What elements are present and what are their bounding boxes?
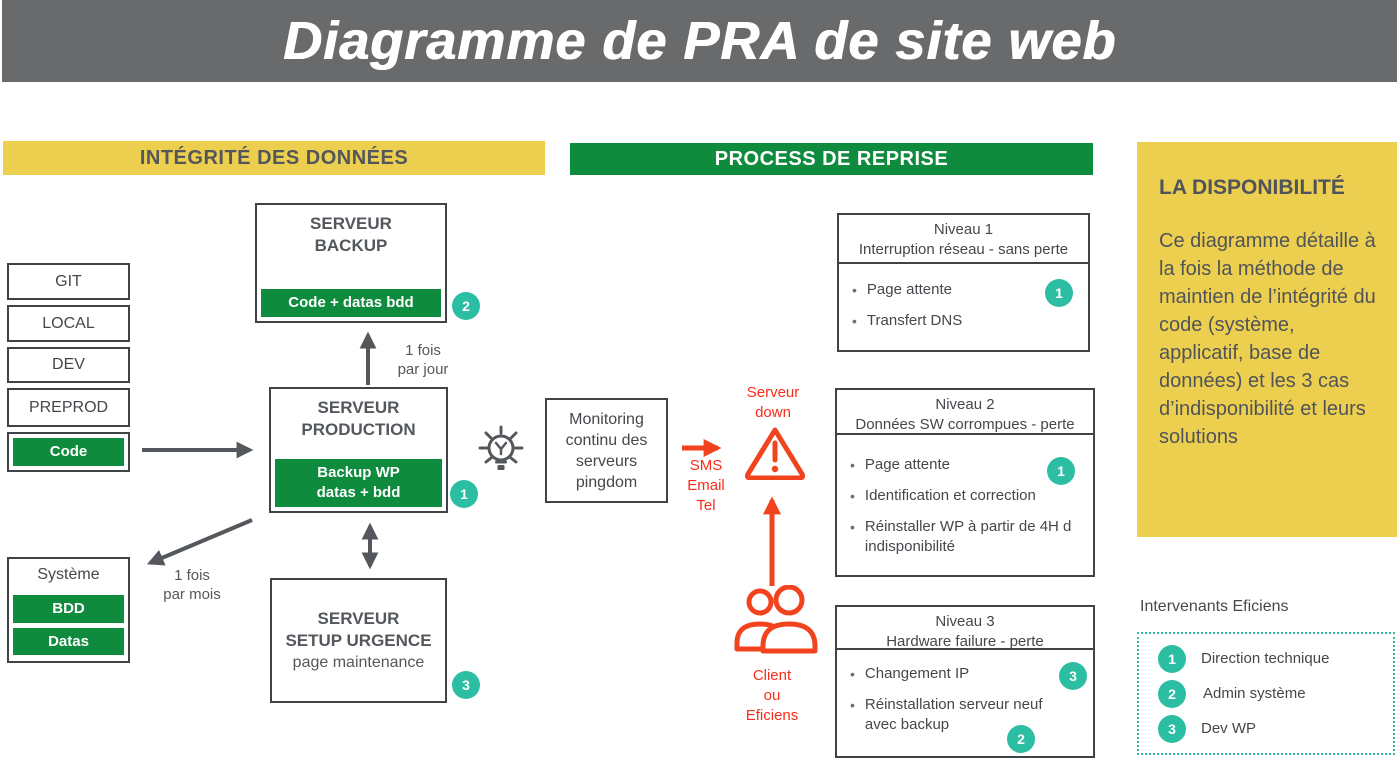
badge-dev-wp: 3 <box>1158 715 1186 743</box>
badge-dev-wp: 3 <box>452 671 480 699</box>
label-once-per-month: 1 fois par mois <box>163 567 221 603</box>
list-item: Réinstallation serveur neuf avec backup <box>850 695 1050 735</box>
systeme-box: Système BDD Datas <box>7 557 130 663</box>
legend-label: Dev WP <box>1201 720 1257 737</box>
backup-green-bar: Code + datas bdd <box>261 289 441 317</box>
section-header-process: PROCESS DE REPRISE <box>570 143 1093 175</box>
legend-label: Admin système <box>1203 685 1306 702</box>
backup-server-title: SERVEUR BACKUP <box>310 214 392 255</box>
label-alert-channels: SMS Email Tel <box>687 457 725 514</box>
production-server-box: SERVEUR PRODUCTION Backup WP datas + bdd <box>269 387 448 513</box>
availability-title: LA DISPONIBILITÉ <box>1159 176 1345 199</box>
backup-server-box: SERVEUR BACKUP Code + datas bdd <box>255 203 447 323</box>
level-1-title: Niveau 1 <box>933 221 994 238</box>
env-box-git: GIT <box>7 263 130 300</box>
level-2-title: Niveau 2 <box>935 396 995 413</box>
level-2-subtitle: Données SW corrompues - perte <box>855 416 1075 433</box>
production-server-title: SERVEUR PRODUCTION <box>301 398 416 439</box>
datas-green-bar: Datas <box>13 628 124 655</box>
level-3-body: Changement IP Réinstallation serveur neu… <box>837 650 1093 735</box>
section-header-integrity: INTÉGRITÉ DES DONNÉES <box>3 141 545 175</box>
level-3-box: Niveau 3 Hardware failure - perte Change… <box>835 605 1095 758</box>
level-3-subtitle: Hardware failure - perte <box>886 633 1044 650</box>
bdd-green-bar: BDD <box>13 595 124 623</box>
level-2-header: Niveau 2 Données SW corrompues - perte <box>837 390 1093 435</box>
arrow-production-to-systeme <box>146 518 253 566</box>
page-title: Diagramme de PRA de site web <box>282 11 1117 71</box>
setup-server-box: SERVEUR SETUP URGENCE page maintenance <box>270 578 447 703</box>
production-green-bar: Backup WP datas + bdd <box>275 459 442 507</box>
list-item: Page attente <box>852 280 1076 300</box>
level-1-box: Niveau 1 Interruption réseau - sans pert… <box>837 213 1090 352</box>
badge-direction-technique: 1 <box>1045 279 1073 307</box>
systeme-title: Système <box>37 566 100 583</box>
monitoring-text: Monitoring continu des serveurs pingdom <box>565 410 648 491</box>
level-3-title: Niveau 3 <box>935 613 995 630</box>
badge-admin-systeme: 2 <box>1007 725 1035 753</box>
list-item: Identification et correction <box>850 486 1081 506</box>
list-item: Changement IP <box>850 664 1081 684</box>
lightbulb-icon <box>478 425 524 470</box>
monitoring-box: Monitoring continu des serveurs pingdom <box>545 398 668 503</box>
arrow-production-to-backup <box>359 331 377 385</box>
setup-server-title: SERVEUR SETUP URGENCE <box>285 608 432 650</box>
list-item: Page attente <box>850 455 1081 475</box>
legend-box: 1 Direction technique 2 Admin système 3 … <box>1137 632 1395 755</box>
legend-title: Intervenants Eficiens <box>1140 598 1289 615</box>
badge-admin-systeme: 2 <box>1158 680 1186 708</box>
people-icon <box>734 585 818 654</box>
arrow-code-to-production <box>142 441 254 459</box>
label-client-ou-eficiens: Client ou Eficiens <box>745 667 799 724</box>
arrow-production-setup-bidirectional <box>361 522 379 570</box>
env-box-dev: DEV <box>7 347 130 383</box>
badge-direction-technique: 1 <box>450 480 478 508</box>
legend-label: Direction technique <box>1201 650 1330 667</box>
setup-server-subtitle: page maintenance <box>292 653 425 671</box>
list-item: Réinstaller WP à partir de 4H d indispon… <box>850 517 1081 557</box>
env-box-code: Code <box>7 432 130 472</box>
code-green-bar: Code <box>13 438 124 466</box>
level-1-subtitle: Interruption réseau - sans perte <box>858 241 1069 258</box>
availability-body: Ce diagramme détaille à la fois la métho… <box>1159 230 1376 448</box>
label-once-per-day: 1 fois par jour <box>397 342 449 378</box>
env-box-preprod: PREPROD <box>7 388 130 427</box>
badge-direction-technique: 1 <box>1158 645 1186 673</box>
badge-direction-technique: 1 <box>1047 457 1075 485</box>
availability-panel: LA DISPONIBILITÉ Ce diagramme détaille à… <box>1137 142 1397 537</box>
level-2-box: Niveau 2 Données SW corrompues - perte P… <box>835 388 1095 577</box>
level-3-header: Niveau 3 Hardware failure - perte <box>837 607 1093 650</box>
badge-admin-systeme: 2 <box>452 292 480 320</box>
list-item: Transfert DNS <box>852 311 1076 331</box>
level-1-header: Niveau 1 Interruption réseau - sans pert… <box>839 215 1088 264</box>
level-2-body: Page attente Identification et correctio… <box>837 435 1093 557</box>
warning-triangle-icon <box>744 427 806 480</box>
title-banner: Diagramme de PRA de site web <box>2 0 1397 82</box>
arrow-monitoring-to-alert <box>682 439 722 457</box>
arrow-client-to-alert <box>763 496 781 586</box>
badge-dev-wp: 3 <box>1059 662 1087 690</box>
level-1-body: Page attente Transfert DNS <box>839 264 1088 331</box>
env-box-local: LOCAL <box>7 305 130 342</box>
label-serveur-down: Serveur down <box>746 384 800 421</box>
